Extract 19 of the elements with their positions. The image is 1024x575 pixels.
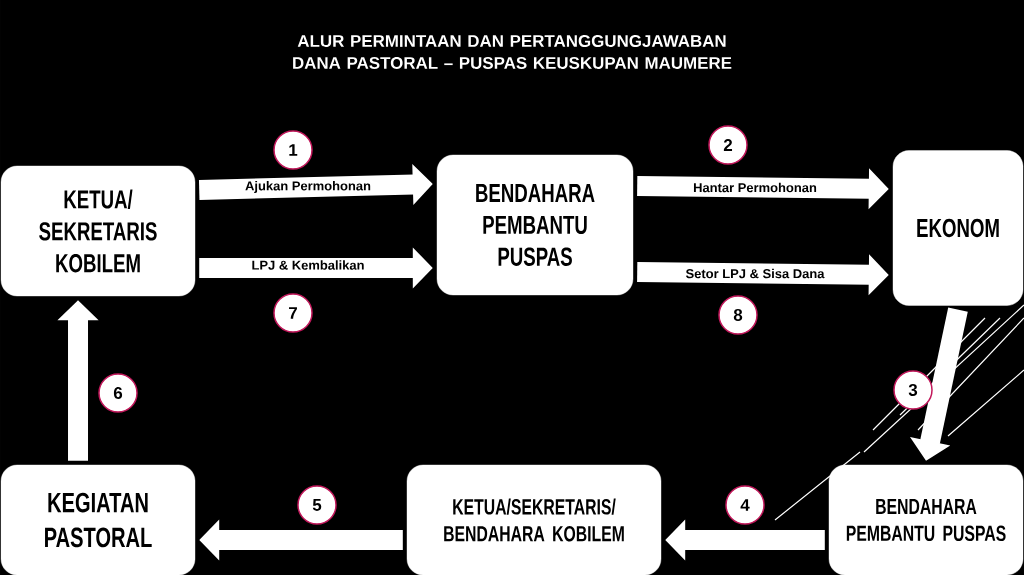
process-box: KETUA/ SEKRETARIS KOBILEM (0, 165, 196, 297)
edge-label: Hantar Permohonan (693, 182, 817, 193)
callout-number: 3 (893, 370, 933, 410)
callout-number: 1 (273, 130, 313, 170)
callout-number: 4 (725, 485, 765, 525)
title: ALUR PERMINTAAN DAN PERTANGGUNGJAWABAN DANA PASTORAL – PUSPAS KEUSKUPAN MAUMERE (293, 35, 732, 69)
callout-number: 7 (273, 293, 313, 333)
callout-number: 6 (98, 373, 138, 413)
process-box: KETUA/SEKRETARIS/ BENDAHARA KOBILEM (406, 464, 662, 575)
callout-number: 2 (708, 125, 748, 165)
edge-label: LPJ & Kembalikan (252, 260, 364, 270)
process-box: EKONOM (892, 150, 1024, 306)
process-box: BENDAHARA PEMBANTU PUSPAS (828, 464, 1024, 575)
callout-number: 8 (718, 295, 758, 335)
edge-label: Setor LPJ & Sisa Dana (685, 268, 825, 279)
callout-number: 5 (297, 485, 337, 525)
process-box: KEGIATAN PASTORAL (0, 464, 196, 575)
process-box: BENDAHARA PEMBANTU PUSPAS (436, 154, 634, 296)
edge-label: Ajukan Permohonan (245, 180, 371, 194)
